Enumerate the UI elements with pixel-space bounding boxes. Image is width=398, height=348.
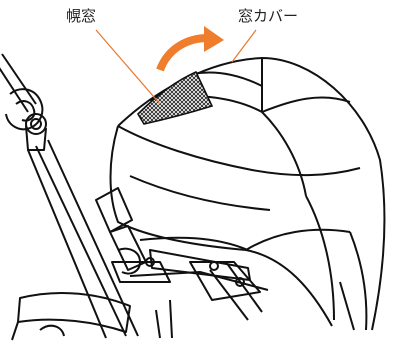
canopy-mesh-window [136, 70, 214, 125]
window-cover-label: 窓カバー [238, 7, 299, 25]
canopy [109, 57, 386, 331]
leader-window [95, 29, 161, 105]
stroller-handle [0, 53, 139, 339]
curved-arrow-right-icon [156, 26, 224, 72]
window-label: 幌窓 [66, 7, 97, 25]
leader-lines [95, 29, 257, 105]
stroller-seat-frame [11, 187, 269, 341]
leader-window-cover [231, 29, 257, 63]
